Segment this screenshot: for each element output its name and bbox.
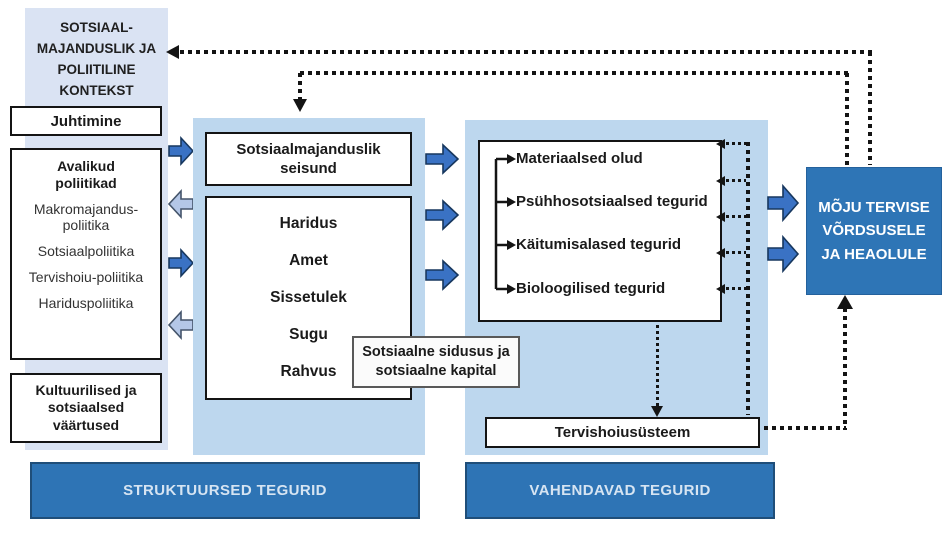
factor-item: Psühhosotsiaalsed tegurid xyxy=(516,193,708,210)
policy-item: Tervishoiu-poliitika xyxy=(28,268,144,285)
stratifier-item: Haridus xyxy=(279,215,338,233)
dotted-arrowhead-left-icon xyxy=(716,176,725,186)
dotted-branch-line xyxy=(726,142,746,145)
dotted-branch-line xyxy=(726,215,746,218)
intermediary-factors-label: VAHENDAVAD TEGURID xyxy=(529,482,711,499)
dotted-arrowhead-down-icon xyxy=(293,99,307,112)
cultural-values-label: Kultuurilised ja sotsiaalsed väärtused xyxy=(35,381,137,433)
cultural-values-box: Kultuurilised ja sotsiaalsed väärtused xyxy=(10,373,162,443)
dotted-arrowhead-left-icon xyxy=(716,139,725,149)
arrow-right-icon xyxy=(425,199,460,231)
arrow-left-icon xyxy=(167,309,194,341)
dotted-feedback-line xyxy=(868,52,872,165)
arrow-right-icon xyxy=(767,183,800,223)
dotted-connector-line xyxy=(764,426,846,430)
dotted-feedback-line xyxy=(300,71,848,75)
health-system-label: Tervishoiusüsteem xyxy=(554,424,691,441)
dotted-arrowhead-down-icon xyxy=(651,406,663,417)
social-cohesion-box: Sotsiaalne sidusus ja sotsiaalne kapital xyxy=(352,336,520,388)
dotted-arrowhead-left-icon xyxy=(716,248,725,258)
stratifier-item: Amet xyxy=(289,252,328,270)
structural-factors-bar: STRUKTUURSED TEGURID xyxy=(30,462,420,519)
governance-label: Juhtimine xyxy=(50,112,122,130)
dotted-arrowhead-left-icon xyxy=(166,45,179,59)
intermediary-factors-bar: VAHENDAVAD TEGURID xyxy=(465,462,775,519)
dotted-feedback-line xyxy=(180,50,872,54)
intermediary-factors-box: Materiaalsed olud Psühhosotsiaalsed tegu… xyxy=(478,140,722,322)
bracket-arrows-icon xyxy=(494,154,516,294)
policy-item: Makromajandus-poliitika xyxy=(33,200,139,233)
factor-item: Käitumisalased tegurid xyxy=(516,236,682,253)
arrow-right-icon xyxy=(168,247,195,279)
dotted-arrowhead-left-icon xyxy=(716,284,725,294)
structural-factors-label: STRUKTUURSED TEGURID xyxy=(123,482,327,499)
dotted-branch-line xyxy=(726,251,746,254)
factor-item: Materiaalsed olud xyxy=(516,150,643,167)
dotted-branch-line xyxy=(726,179,746,182)
dotted-arrowhead-up-icon xyxy=(837,295,853,309)
dotted-feedback-line xyxy=(298,73,302,99)
dotted-arrowhead-left-icon xyxy=(716,212,725,222)
dotted-connector-line xyxy=(843,308,847,430)
context-panel-title: SOTSIAAL-MAJANDUSLIK JA POLIITILINE KONT… xyxy=(36,20,157,98)
public-policies-header: Avalikud poliitikad xyxy=(55,158,117,191)
stratifier-item: Rahvus xyxy=(280,362,337,380)
stratifier-item: Sugu xyxy=(289,325,328,343)
arrow-right-icon xyxy=(425,143,460,175)
impact-box: MÕJU TERVISE VÕRDSUSELE JA HEAOLULE xyxy=(806,167,942,295)
governance-box: Juhtimine xyxy=(10,106,162,136)
stratifier-item: Sissetulek xyxy=(270,288,347,306)
policy-item: Hariduspoliitika xyxy=(38,294,134,311)
impact-label: MÕJU TERVISE VÕRDSUSELE JA HEAOLULE xyxy=(818,199,930,263)
socioeconomic-position-box: Sotsiaalmajanduslik seisund xyxy=(205,132,412,186)
dotted-feedback-line xyxy=(845,73,849,165)
factor-item: Bioloogilised tegurid xyxy=(516,280,666,297)
arrow-right-icon xyxy=(425,259,460,291)
dotted-connector-line xyxy=(656,325,659,406)
dotted-branch-line xyxy=(726,287,746,290)
health-system-box: Tervishoiusüsteem xyxy=(485,417,760,448)
dotted-feedback-line xyxy=(746,142,750,415)
public-policies-box: Avalikud poliitikad Makromajandus-poliit… xyxy=(10,148,162,360)
arrow-left-icon xyxy=(167,188,194,220)
socioeconomic-position-label: Sotsiaalmajanduslik seisund xyxy=(236,140,381,178)
arrow-right-icon xyxy=(767,234,800,274)
social-cohesion-label: Sotsiaalne sidusus ja sotsiaalne kapital xyxy=(362,344,510,379)
policy-item: Sotsiaalpoliitika xyxy=(37,242,135,259)
arrow-right-icon xyxy=(168,135,195,167)
